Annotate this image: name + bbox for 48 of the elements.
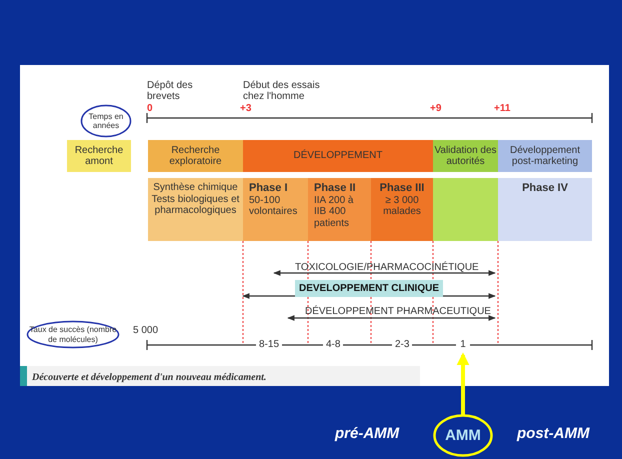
- count-label: 5 000: [133, 325, 158, 336]
- count-label: 8-15: [256, 339, 282, 350]
- box-text: Synthèse chimique Tests biologiques et pharmacologiques: [150, 182, 240, 216]
- period-label: pré-AMM: [335, 426, 400, 442]
- box-text: Temps en années: [88, 112, 124, 130]
- year-label: +3: [240, 103, 252, 114]
- caption-text: Découverte et développement d'un nouveau médicament.: [32, 372, 266, 383]
- axis-label: [26, 320, 120, 349]
- box-text: Validation des autorités: [433, 144, 498, 168]
- stage-box: [433, 140, 498, 172]
- stage-box: [148, 140, 243, 172]
- phase-box: [371, 178, 433, 241]
- phase-description: ≥ 3 000 malades: [382, 194, 422, 218]
- box-text: Développement post-marketing: [508, 144, 582, 168]
- count-label: 2-3: [392, 339, 412, 350]
- phase-title: Phase II: [314, 182, 356, 195]
- box-text: Taux de succès (nombre de molécules): [28, 325, 118, 344]
- phase-box: [308, 178, 371, 241]
- phase-title: Phase III: [380, 182, 424, 195]
- phase-box: [498, 178, 592, 241]
- phase-description: 50-100 volontaires: [249, 194, 298, 218]
- box-text: Recherche amont: [74, 144, 124, 168]
- count-label: 4-8: [323, 339, 344, 350]
- milestone-text: AMM: [445, 426, 481, 444]
- box-text: 1: [460, 339, 466, 351]
- stage-box: [498, 140, 592, 172]
- span-label: DÉVELOPPEMENT PHARMACEUTIQUE: [305, 306, 491, 317]
- box-text: DEVELOPPEMENT CLINIQUE: [298, 282, 439, 294]
- year-label: +9: [430, 103, 442, 114]
- span-label: TOXICOLOGIE/PHARMACOCINÉTIQUE: [295, 262, 479, 273]
- phase-box: [148, 178, 243, 241]
- stage-box: [67, 140, 131, 172]
- phase-box: [243, 178, 308, 241]
- year-label: +11: [494, 103, 510, 114]
- milestone-ellipse: [433, 414, 493, 457]
- arrow: [456, 352, 470, 415]
- box-text: Recherche exploratoire: [168, 144, 223, 168]
- axis-label: [80, 104, 132, 138]
- highlight-label-box: [295, 280, 443, 297]
- year-label: 0: [147, 103, 153, 114]
- milestone-label: Dépôt des brevets: [147, 80, 194, 102]
- period-label: post-AMM: [517, 426, 590, 442]
- box-text: DÉVELOPPEMENT: [294, 150, 382, 162]
- stage-box: [243, 140, 433, 172]
- milestone-label: Début des essais chez l'homme: [243, 80, 321, 102]
- phase-description: IIA 200 à IIB 400 patients: [314, 194, 354, 230]
- box-text: Phase IV: [522, 182, 568, 195]
- phase-title: Phase I: [249, 182, 288, 195]
